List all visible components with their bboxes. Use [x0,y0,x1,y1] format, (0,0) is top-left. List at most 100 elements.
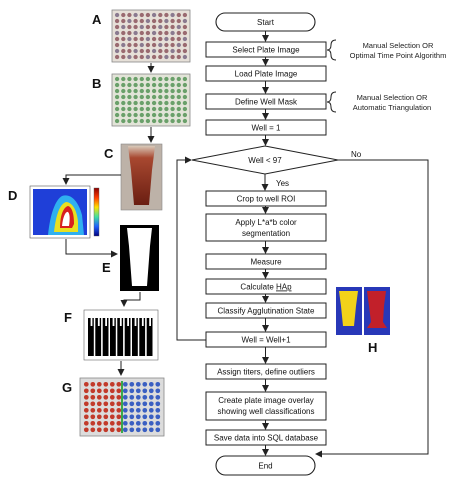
profile-bar [95,318,102,356]
plate-well [129,427,135,433]
plate-well [127,42,132,48]
plate-well [114,118,120,124]
plate-well [182,118,188,124]
plate-well [116,394,122,400]
profile-notch [105,318,107,326]
plate-well [151,94,157,100]
plate-well [96,427,102,433]
panel-a-plate-photo [111,9,191,63]
plate-well [121,76,126,82]
plate-well [176,30,181,36]
plate-well [176,112,181,118]
yes-label: Yes [276,179,289,188]
plate-well [148,401,154,407]
plate-well [164,118,169,124]
plate-well [103,414,109,420]
plate-well [151,54,157,60]
plate-well [164,54,169,60]
plate-well [114,112,120,118]
plate-well [133,118,138,124]
plate-well [139,30,144,36]
plate-well [121,106,126,112]
plate-well [176,94,181,100]
plate-well [133,94,138,100]
profile-notch [149,318,151,326]
plate-well [182,112,188,118]
plate-well [114,94,120,100]
plate-well [142,407,148,413]
plate-well [122,414,128,420]
plate-well [114,36,120,42]
panel-label-d: D [8,188,17,203]
plate-well [170,112,175,118]
plate-well [114,106,120,112]
plate-well [148,407,154,413]
plate-well [135,407,141,413]
plate-well [145,100,151,106]
plate-well [151,106,157,112]
plate-well [176,82,181,88]
plate-well [133,112,138,118]
plate-well [83,394,89,400]
plate-well [114,48,120,54]
plate-well [158,112,163,118]
overlay-step [205,391,327,421]
plate-well [116,420,122,426]
panel-c-well-photo [120,143,163,211]
plate-well [121,42,126,48]
panel-g-classified-plate [79,377,165,437]
panel-f-profile-plot [83,309,159,361]
panel-h-well-masks [336,287,390,335]
crop-label: Crop to well ROI [237,195,296,204]
plate-well [122,407,128,413]
overlay-label-line1: Create plate image overlay [218,396,314,405]
plate-well [83,401,89,407]
plate-well [145,112,151,118]
loop-back-line [176,156,206,341]
plate-well [145,54,151,60]
profile-bar [102,318,109,356]
plate-well [127,82,132,88]
plate-well [151,36,157,42]
plate-well [116,414,122,420]
plate-well [145,12,151,18]
plate-well [182,18,188,24]
plate-well [158,42,163,48]
plate-well [182,94,188,100]
plate-well [158,106,163,112]
plate-well [145,18,151,24]
plate-well [145,48,151,54]
profile-notch [119,318,122,326]
plate-well [139,106,144,112]
plate-well [129,414,135,420]
arrow-c-to-d [62,174,121,185]
plate-well [145,118,151,124]
plate-well [176,12,181,18]
mask-note-brace [326,91,337,113]
plate-well [114,18,120,24]
plate-well [170,18,175,24]
plate-well [142,420,148,426]
plate-well [103,394,109,400]
plate-well [164,100,169,106]
plate-well [139,94,144,100]
panel-label-f: F [64,310,72,325]
plate-well [133,76,138,82]
decision-label: Well < 97 [248,156,282,165]
plate-well [129,381,135,387]
profile-notch [90,318,93,326]
plate-well [164,48,169,54]
plate-well [158,76,163,82]
plate-well [142,381,148,387]
plate-well [83,420,89,426]
plate-well [129,420,135,426]
profile-bar [139,318,146,356]
plate-well [158,48,163,54]
plate-well [151,76,157,82]
plate-well [114,100,120,106]
arrow-d-to-e [65,239,118,258]
panel-label-e: E [102,260,111,275]
mask-note-line1: Manual Selection OR [357,93,428,102]
plate-well [176,36,181,42]
